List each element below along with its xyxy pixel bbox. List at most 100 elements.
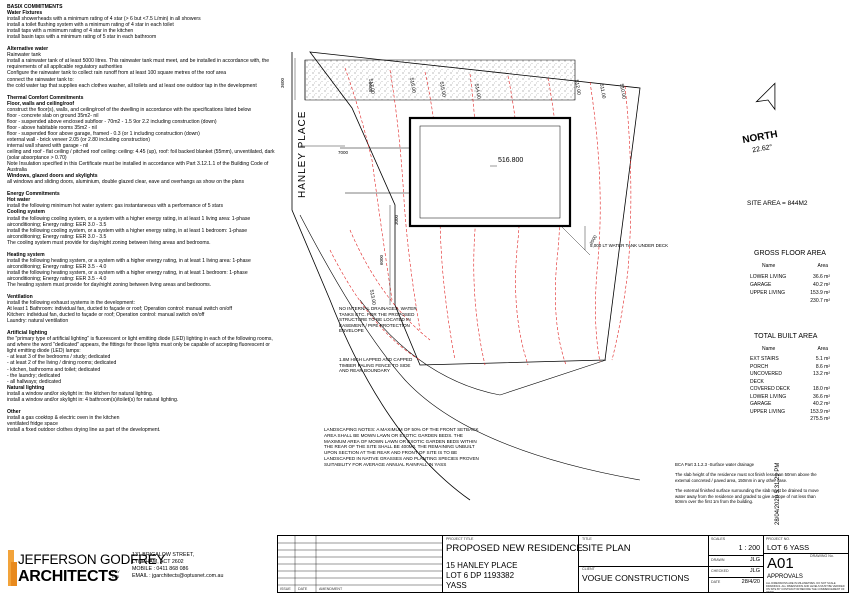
other-heading: Other xyxy=(7,408,21,415)
water-fixtures-heading: Water Fixtures xyxy=(7,10,43,17)
contour-label: 511.00 xyxy=(598,83,607,99)
note-line: install the following heating system, or… xyxy=(7,269,248,282)
firm-contact: 131 BRIGALOW STREET, LYNEHAM, ACT 2602 M… xyxy=(132,552,223,580)
disclaimer: ALL DIMENSIONS ARE IN MILLIMETRES. DO NO… xyxy=(766,582,845,594)
drawn-label: DRAWN xyxy=(711,558,725,562)
firm-address: 131 BRIGALOW STREET, xyxy=(132,552,195,558)
date-col-label: DATE xyxy=(298,587,308,591)
contour-label: 512.00 xyxy=(573,79,582,95)
tba-row-name: UPPER LIVING xyxy=(750,408,786,415)
tba-total: 275.5 m² xyxy=(810,416,830,422)
note-line: install a window and/or skylight in: the… xyxy=(7,390,154,397)
gfa-row-name: LOWER LIVING xyxy=(750,274,787,280)
note-line: install a rainwater tank of at least 500… xyxy=(7,58,270,71)
bca-title: BCA Part 3.1.2.3 -Surface water drainage xyxy=(675,462,755,467)
note-line: install the following minimum hot water … xyxy=(7,203,224,210)
note-line: the "primary type of artificial lighting… xyxy=(7,336,273,355)
logo-mark-icon xyxy=(8,550,17,586)
note-line: At least 1 Bathroom: individual fan, duc… xyxy=(7,306,233,313)
gfa-row-name: GARAGE xyxy=(750,282,772,288)
note-line: the cold water tap that supplies each cl… xyxy=(7,82,257,89)
bca-note: BCA Part 3.1.2.3 -Surface water drainage… xyxy=(675,462,823,504)
tba-row-name: EXT STAIRS xyxy=(750,356,779,362)
drainage-note: NO INTERNAL DRAINAGES, WATER TANKS ETC. … xyxy=(339,306,417,334)
project-address: 15 HANLEY PLACE xyxy=(446,561,518,570)
site-area: SITE AREA = 844M2 xyxy=(747,200,808,207)
tba-row-area: 18.0 m² xyxy=(813,386,830,392)
tba-row-name: PORCH xyxy=(750,363,769,370)
note-line: construct the floor(s), walls, and ceili… xyxy=(7,106,252,113)
dimension-label: 8000 xyxy=(368,81,373,92)
date-label: DATE xyxy=(711,580,721,584)
landscaping-note: LANDSCAPING NOTES: A MAXIMUM OF 50% OF T… xyxy=(324,427,479,467)
contour-labels: 517.00 516.00 515.00 514.00 512.00 511.0… xyxy=(367,77,627,305)
issue-label: ISSUE xyxy=(280,587,291,591)
north-angle: 22.62° xyxy=(752,143,774,154)
firm-logo: JEFFERSON GODFREY ARCHITECTS PTY LTD xyxy=(8,548,166,590)
firm-pty: PTY LTD xyxy=(112,569,120,579)
tba-row-name: LOWER LIVING xyxy=(750,393,787,400)
street-boundary xyxy=(291,52,471,501)
energy-heading: Energy Commitments xyxy=(7,191,60,198)
vent-heading: Ventilation xyxy=(7,294,33,301)
note-line: - kitchen, bathrooms and toilet; dedicat… xyxy=(7,366,101,373)
contour-label: 515.00 xyxy=(438,81,447,97)
gfa-row-area: 36.6 m² xyxy=(813,274,830,280)
amendment-label: AMENDMENT xyxy=(319,587,343,591)
bca-text: The external finished surface surroundin… xyxy=(675,488,819,505)
checked-value: JLG xyxy=(749,568,760,574)
drawing-no: A01 xyxy=(767,555,794,572)
tba-row-area: 36.6 m² xyxy=(813,393,830,400)
note-line: Kitchen: individual fan, ducted to façad… xyxy=(7,312,205,319)
checked-label: CHECKED xyxy=(711,569,729,573)
contour-label: 517.00 xyxy=(367,78,376,94)
gfa-row-area: 40.2 m² xyxy=(813,282,830,288)
note-line: install the following exhaust systems in… xyxy=(7,300,135,307)
tank-note: 5,000 LT WATER TANK UNDER DECK xyxy=(590,243,668,248)
tba-row-area: 5.1 m² xyxy=(815,356,830,362)
project-no-label: PROJECT NO. xyxy=(766,537,791,541)
scale-value: 1 : 200 xyxy=(738,545,760,552)
note-line: floor - suspended above enclosed subfloo… xyxy=(7,118,217,125)
project-title-label: PROJECT TITLE xyxy=(446,537,474,541)
drawing-no-label: DRAWING No. xyxy=(810,554,834,558)
note-line: install a toilet flushing system with a … xyxy=(7,22,174,29)
client-label: CLIENT xyxy=(582,567,595,571)
scales-label: SCALES xyxy=(711,537,726,541)
contour-label: 516.00 xyxy=(408,77,417,93)
nat-light-heading: Natural lighting xyxy=(7,384,45,391)
tba-row-name: UNCOVERED DECK xyxy=(750,371,782,385)
floor-heading: Floor, walls and ceiling/roof xyxy=(7,100,75,107)
bca-text: The slab height of the residence must no… xyxy=(675,472,817,483)
cooling-heading: Cooling system xyxy=(7,209,45,216)
project-address: LOT 6 DP 1193382 xyxy=(446,571,515,580)
floor-rl: 516.800 xyxy=(498,157,523,164)
fence-note: 1.8M HIGH LAPPED AND CAPPED TIMBER PALIN… xyxy=(339,357,413,374)
project-title: PROPOSED NEW RESIDENCE xyxy=(446,543,583,554)
project-address: YASS xyxy=(446,581,467,590)
hot-water-heading: Hot water xyxy=(7,197,31,204)
firm-address: LYNEHAM, ACT 2602 xyxy=(132,559,184,565)
note-line: install basin taps with a minimum rating… xyxy=(7,34,157,41)
drawing-title-label: TITLE xyxy=(582,537,592,541)
gfa-col-area: Area xyxy=(817,263,828,269)
note-line: install a fixed outdoor clothes drying l… xyxy=(7,426,161,433)
note-line: Rainwater tank xyxy=(7,52,41,59)
contour-label: 510.00 xyxy=(618,83,627,99)
basix-notes: BASIX COMMITMENTS Water Fixtures install… xyxy=(7,4,279,433)
note-line: install the following heating system, or… xyxy=(7,257,251,270)
note-line: Laundry: natural ventilation xyxy=(7,318,69,325)
windows-heading: Windows, glazed doors and skylights xyxy=(7,173,98,180)
note-line: floor - suspended floor above garage, fr… xyxy=(7,130,200,137)
contour-label: 514.00 xyxy=(473,83,482,99)
note-line: - at least 3 of the bedrooms / study; de… xyxy=(7,354,111,361)
note-line: install a window and/or skylight in: 4 b… xyxy=(7,396,179,403)
tba-row-name: COVERED DECK xyxy=(750,386,791,392)
gfa-title: GROSS FLOOR AREA xyxy=(754,250,826,257)
gfa-row-area: 153.9 m² xyxy=(810,290,830,296)
dimension-label: 6000 xyxy=(379,254,384,265)
firm-name-1: JEFFERSON GODFREY xyxy=(18,552,166,567)
